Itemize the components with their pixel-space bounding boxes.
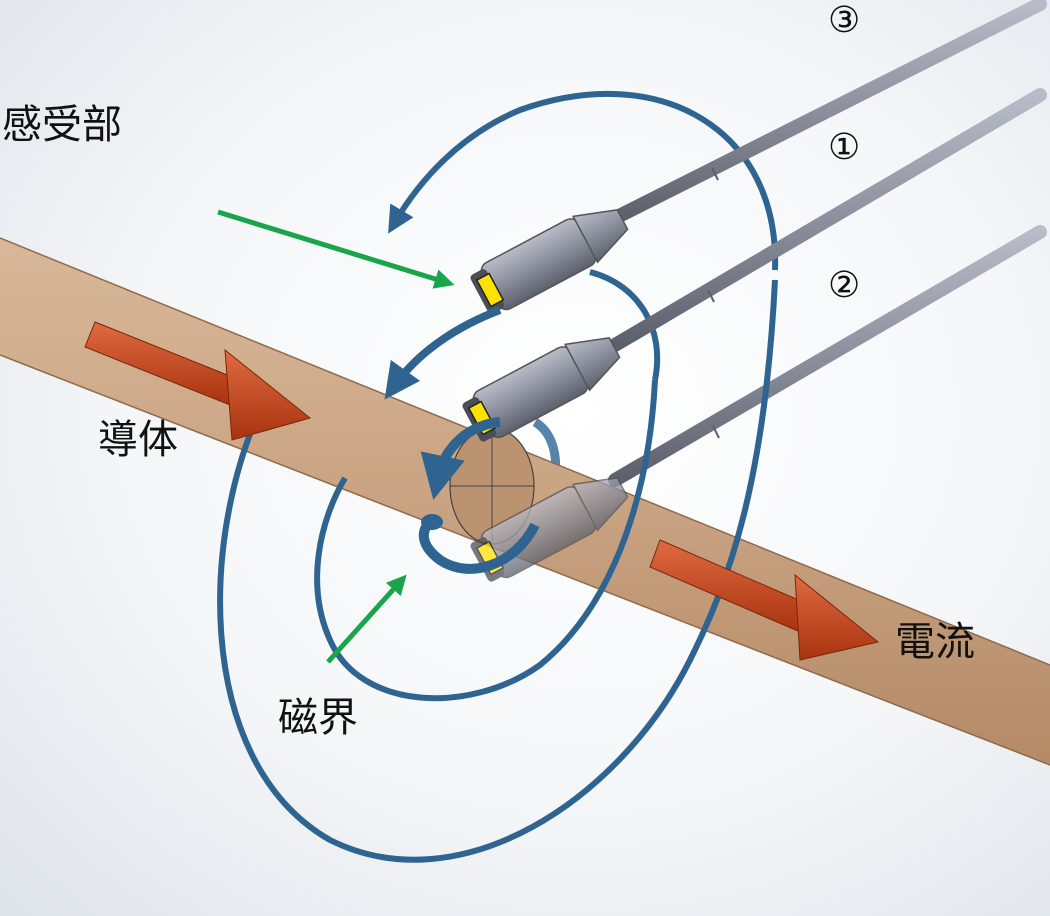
current-arrow-right: [649, 539, 880, 661]
probe-2-shaft: [608, 225, 1047, 487]
probe-1-shaft: [608, 88, 1047, 352]
conductor-label: 導体: [98, 417, 178, 463]
sensor-pointer-arrow: [217, 209, 455, 289]
conductor: [0, 237, 1050, 766]
probes: [608, 0, 1047, 487]
magnetic-field-label: 磁界: [278, 695, 358, 741]
probe-2-number: ②: [828, 265, 861, 306]
field-loop-inner-arrow: [420, 417, 501, 501]
probe-3-number: ③: [828, 0, 861, 41]
field-lines-front: [217, 279, 778, 863]
field-loop-inner-front: [418, 516, 540, 574]
sensor-label: 感受部: [2, 102, 122, 148]
probe-3-joint: [711, 167, 719, 181]
current-arrow-left: [84, 321, 312, 441]
field-loop-outer-front: [217, 279, 778, 863]
probe-1-joint: [707, 289, 715, 303]
probe-3-shaft: [608, 0, 1047, 225]
field-loop-middle-front: [314, 379, 658, 702]
probe-3-head: [470, 209, 629, 314]
probe-2-joint: [712, 425, 720, 439]
field-loop-outer-back: [388, 91, 779, 271]
field-loop-middle-back: [589, 269, 661, 381]
probe-1-number: ①: [828, 127, 861, 168]
sensor-tip-3: [475, 272, 505, 308]
current-label: 電流: [895, 619, 975, 665]
field-pointer-arrow: [326, 574, 407, 664]
field-loop-middle-arrow: [384, 306, 502, 400]
probe-1-head: [462, 337, 621, 442]
